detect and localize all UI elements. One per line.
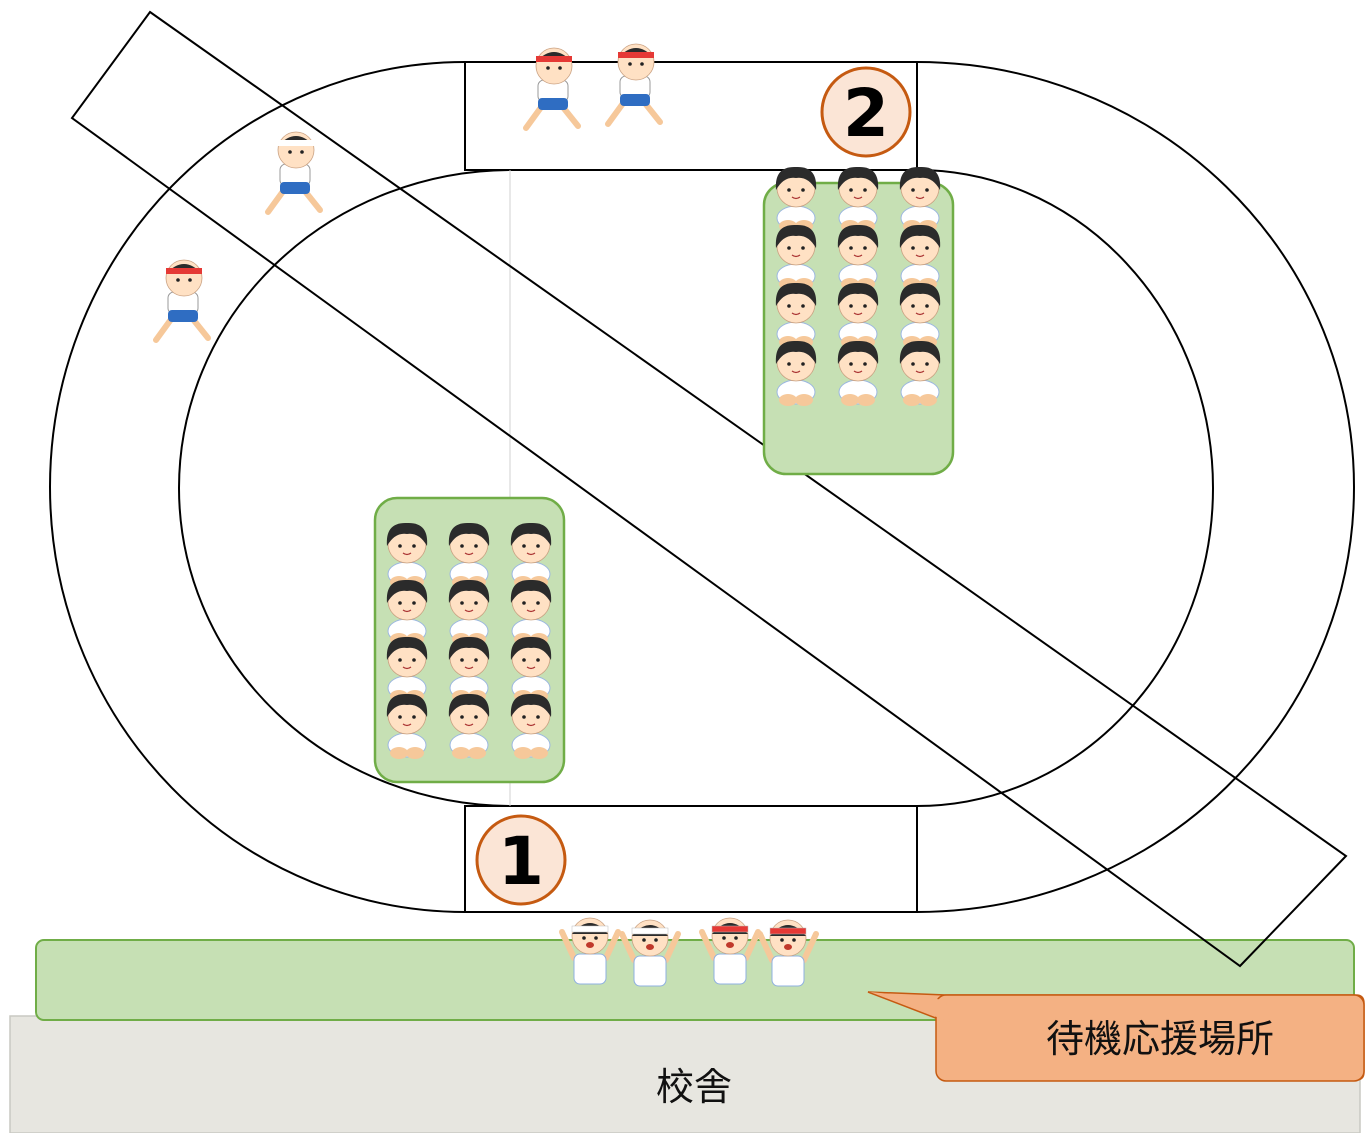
seated-student-icon — [837, 224, 879, 290]
school-building-label: 校舎 — [656, 1065, 732, 1109]
seated-student-icon — [837, 282, 879, 348]
seated-student-icon — [510, 693, 552, 759]
seated-student-icon — [386, 636, 428, 702]
seated-student-icon — [510, 522, 552, 588]
seated-student-icon — [899, 166, 941, 232]
cheering-student-icon — [559, 917, 621, 985]
seated-student-icon — [510, 579, 552, 645]
waiting-area-callout: 待機応援場所 — [867, 991, 1365, 1082]
marker-1: 1 — [475, 814, 567, 906]
cheering-student-icon — [619, 919, 681, 987]
seated-student-icon — [775, 282, 817, 348]
cheering-student-icon — [699, 917, 761, 985]
marker-2: 2 — [820, 66, 912, 158]
seated-student-icon — [775, 340, 817, 406]
seated-student-icon — [775, 166, 817, 232]
seated-student-icon — [837, 166, 879, 232]
track-inner-line — [178, 169, 1214, 807]
seated-student-icon — [837, 340, 879, 406]
running-student-icon — [605, 43, 663, 127]
group-lower-students — [386, 522, 552, 759]
running-student-icon — [523, 47, 581, 131]
group-upper-students — [775, 166, 941, 406]
seated-student-icon — [899, 340, 941, 406]
marker-1-label: 1 — [498, 823, 544, 900]
seated-student-icon — [386, 522, 428, 588]
diagonal-lane — [70, 10, 1348, 968]
seated-student-icon — [386, 693, 428, 759]
cheering-student-icon — [757, 919, 819, 987]
seated-student-icon — [510, 636, 552, 702]
seated-student-icon — [386, 579, 428, 645]
seated-student-icon — [899, 224, 941, 290]
seated-student-icon — [448, 693, 490, 759]
seated-student-icon — [448, 636, 490, 702]
waiting-area-label: 待機応援場所 — [1046, 1017, 1274, 1061]
running-student-icon — [265, 131, 323, 215]
seated-student-icon — [899, 282, 941, 348]
track-outer-line — [49, 61, 1355, 913]
seated-student-icon — [448, 522, 490, 588]
marker-2-label: 2 — [843, 75, 889, 152]
seated-student-icon — [448, 579, 490, 645]
seated-student-icon — [775, 224, 817, 290]
running-students — [153, 43, 663, 343]
cheering-students — [559, 917, 819, 987]
running-student-icon — [153, 259, 211, 343]
